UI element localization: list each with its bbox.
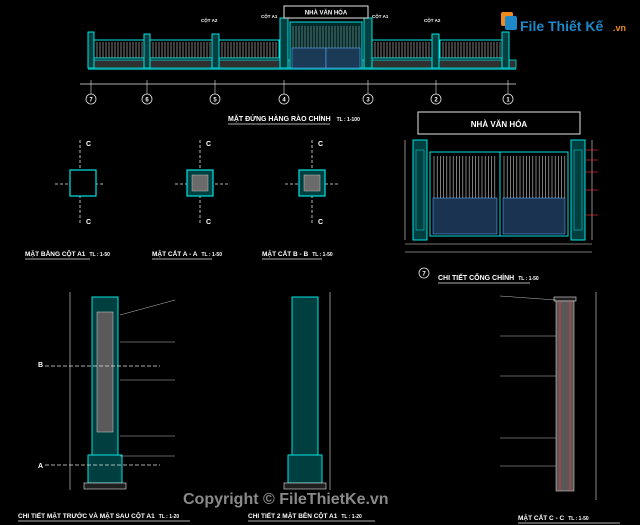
grid-axis-label: 1 [506,98,510,104]
section2-mark-bottom: C [206,219,211,226]
copyright-watermark: Copyright © FileThietKe.vn [183,491,389,508]
column-label-4: CỘT A2 [424,16,441,23]
column-label-3: CỘT A1 [372,12,389,19]
front-cut-b: B [38,362,43,369]
fence-elevation: NHÀ VĂN HÓA CỘT A2 CỘT A1 CỘT A1 CỘT A2 … [80,5,517,125]
grid-axis-label: 2 [434,98,438,104]
elevation-title: MẶT ĐỨNG HÀNG RÀO CHÍNH TL : 1-100 [228,114,360,123]
grid-axis-label: 6 [145,98,149,104]
grid-axis-label: 3 [366,98,370,104]
column-label-2: CỘT A1 [261,12,278,19]
drawing-line [119,299,176,316]
section3-mark-bottom: C [318,219,323,226]
front-cut-a: A [38,463,43,470]
grid-axis-label: 7 [89,98,93,104]
brand-suffix: .vn [613,23,626,33]
grid-axis-label: 5 [213,98,217,104]
brand-watermark: File Thiết Kế .vn [501,12,626,34]
column-label-1: CỘT A2 [201,16,218,23]
section1-mark-bottom: C [86,219,91,226]
elevation-sign: NHÀ VĂN HÓA [305,9,348,17]
gate-sign: NHÀ VĂN HÓA [471,120,528,129]
drawing-line [499,295,557,301]
grid-axis-label: 4 [282,98,286,104]
gate-axis: 7 [422,272,426,278]
section1-mark-top: C [86,141,91,148]
section2-mark-top: C [206,141,211,148]
column-front-detail: B A CHI TIẾT MẶT TRƯỚC VÀ MẶT SAU CỘT A1… [18,292,190,522]
section3-mark-top: C [318,141,323,148]
brand-name: File Thiết Kế [520,18,603,34]
